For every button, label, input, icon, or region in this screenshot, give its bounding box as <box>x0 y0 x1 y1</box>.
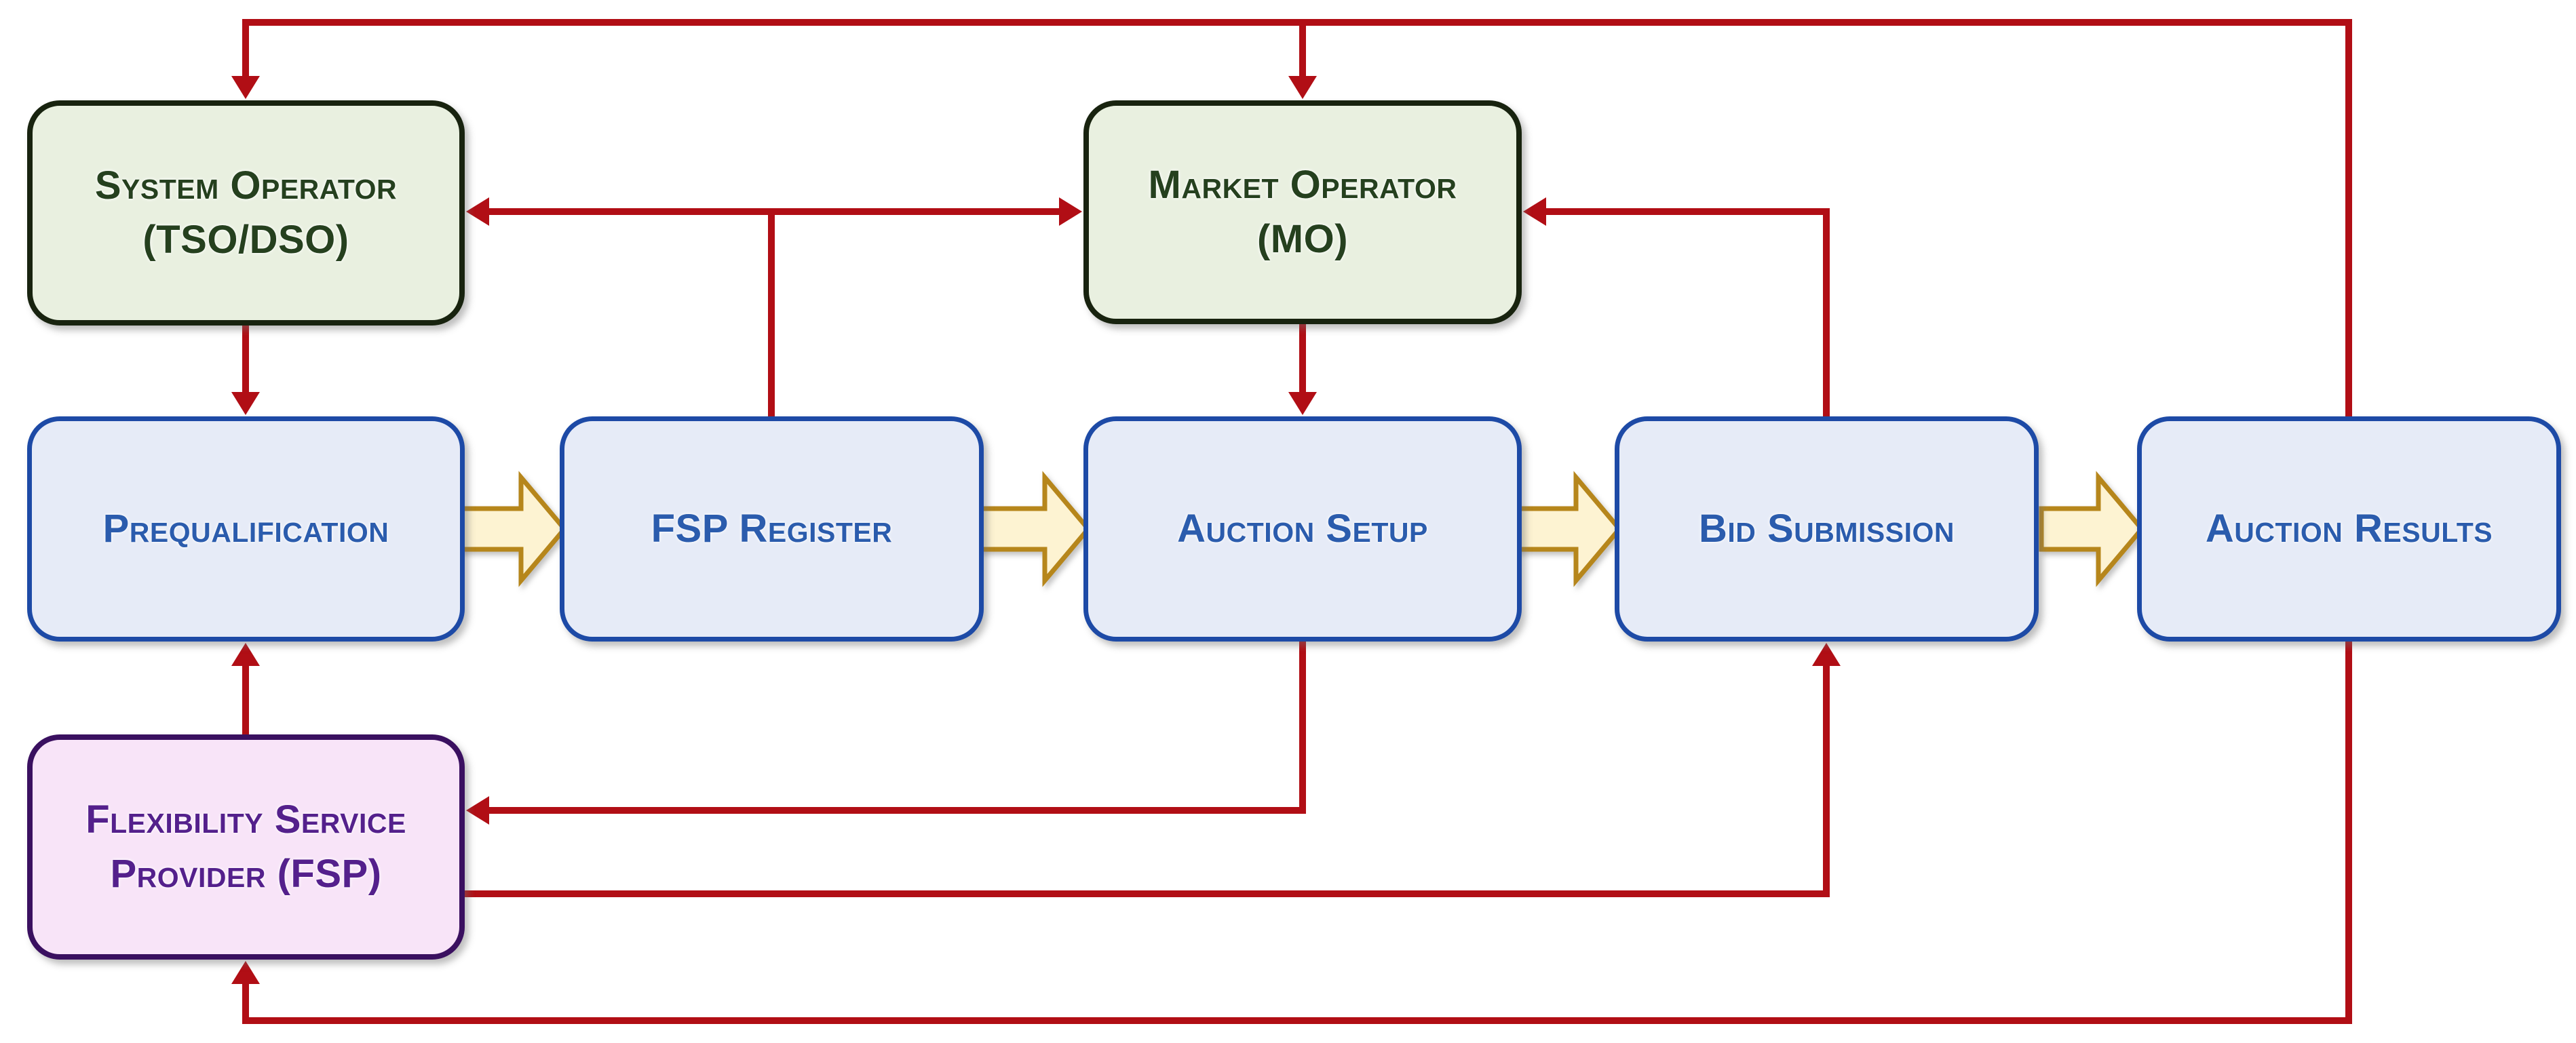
node-fsp: Flexibility Service Provider (FSP) <box>27 734 465 960</box>
node-label: Prequalification <box>102 506 389 551</box>
edge-fsp-to-prequalification <box>231 643 260 734</box>
arrowhead-icon <box>1812 643 1841 666</box>
arrowhead-icon <box>1523 197 1546 226</box>
edge-bid-submission-to-market-operator <box>1523 197 1830 416</box>
node-market-operator: Market Operator (MO) <box>1083 100 1522 324</box>
node-label: Flexibility Service Provider (FSP) <box>85 797 406 896</box>
node-label: Auction Setup <box>1177 506 1428 551</box>
node-label: Auction Results <box>2205 506 2493 551</box>
node-auction-results: Auction Results <box>2137 416 2561 642</box>
edge-line <box>1546 208 1830 416</box>
edge-auction-results-to-market-operator <box>1288 22 1317 99</box>
edge-fsp-to-bid-submission <box>463 643 1841 897</box>
edge-auction-setup-to-fsp <box>466 642 1306 825</box>
arrowhead-icon <box>1288 76 1317 99</box>
block-arrow-fsp-register-to-auction-setup <box>977 471 1092 587</box>
edge-market-operator-to-auction-setup <box>1288 324 1317 415</box>
edge-line <box>489 642 1306 814</box>
arrowhead-icon <box>466 796 489 825</box>
edge-system-operator-to-prequalification <box>231 326 260 415</box>
block-arrow-bid-submission-to-auction-results <box>2039 471 2145 587</box>
node-system-operator: System Operator (TSO/DSO) <box>27 100 465 326</box>
node-auction-setup: Auction Setup <box>1083 416 1522 642</box>
edge-fsp-register-to-market-operator <box>771 197 1082 226</box>
edge-line <box>463 666 1830 897</box>
node-label: Bid Submission <box>1698 506 1955 551</box>
edge-fsp-register-to-system-operator <box>466 197 775 416</box>
node-label: FSP Register <box>651 506 893 551</box>
node-fsp-register: FSP Register <box>560 416 984 642</box>
arrowhead-icon <box>231 961 260 984</box>
arrowhead-icon <box>466 197 489 226</box>
block-arrow-prequalification-to-fsp-register <box>457 471 568 587</box>
node-prequalification: Prequalification <box>27 416 465 642</box>
edge-line <box>489 208 775 416</box>
arrowhead-icon <box>1288 392 1317 415</box>
edge-line <box>242 642 2352 1024</box>
arrowhead-icon <box>231 76 260 99</box>
node-bid-submission: Bid Submission <box>1615 416 2039 642</box>
block-arrow-auction-setup-to-bid-submission <box>1515 471 1623 587</box>
edge-auction-results-to-fsp <box>231 642 2352 1024</box>
arrowhead-icon <box>231 643 260 666</box>
node-label: Market Operator (MO) <box>1148 162 1457 261</box>
edge-auction-results-to-system-operator <box>231 19 2352 416</box>
edge-line <box>242 19 2352 416</box>
arrowhead-icon <box>231 392 260 415</box>
node-label: System Operator (TSO/DSO) <box>94 163 398 262</box>
arrowhead-icon <box>1059 197 1082 226</box>
